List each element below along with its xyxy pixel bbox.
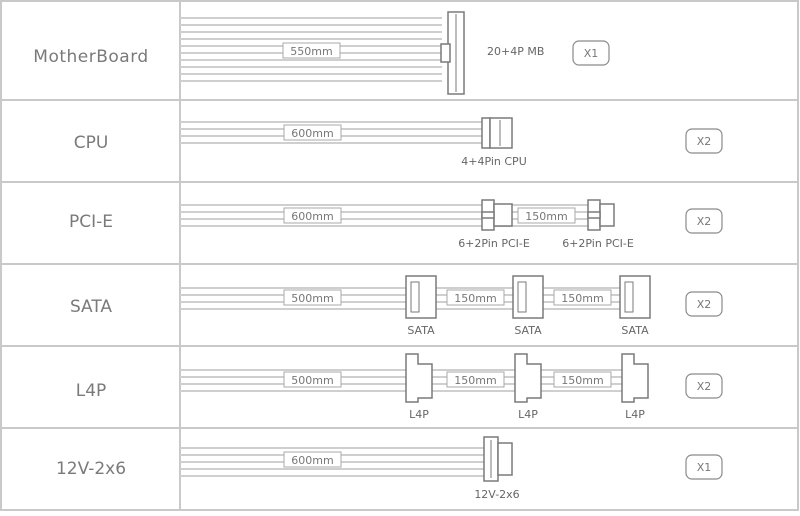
length-label: 150mm: [454, 292, 496, 305]
svg-text:X1: X1: [584, 47, 599, 60]
quantity-badge: X1: [685, 454, 723, 480]
length-tag: 600mm: [283, 207, 342, 224]
length-tag: 150mm: [446, 371, 505, 388]
length-label: 550mm: [290, 45, 332, 58]
length-tag: 500mm: [283, 371, 342, 388]
connector-sata: [405, 275, 437, 319]
connector-6-2pin-pci-e: [481, 199, 513, 231]
length-label: 150mm: [561, 292, 603, 305]
quantity-badge: X1: [572, 40, 610, 66]
connector-12v-2x6: [483, 436, 513, 482]
connector-label: L4P: [625, 408, 645, 421]
quantity-badge: X2: [685, 373, 723, 399]
length-label: 600mm: [291, 454, 333, 467]
length-tag: 550mm: [282, 42, 341, 59]
svg-text:X2: X2: [697, 135, 712, 148]
connector-20-4p-mb: [440, 11, 465, 95]
row-motherboard: MotherBoard 550mm 20+4P MB X1: [33, 11, 610, 95]
connector-label: SATA: [621, 324, 649, 337]
connector-sata: [512, 275, 544, 319]
svg-text:X2: X2: [697, 298, 712, 311]
connector-label: 12V-2x6: [474, 488, 519, 501]
length-label: 500mm: [291, 292, 333, 305]
row-label: L4P: [76, 381, 107, 401]
connector-label: L4P: [518, 408, 538, 421]
connector-l4p: [621, 353, 649, 403]
quantity-badge: X2: [685, 128, 723, 154]
length-tag: 500mm: [283, 289, 342, 306]
length-tag: 150mm: [553, 289, 612, 306]
row-label: SATA: [70, 297, 112, 317]
row-label: CPU: [74, 133, 109, 153]
row-pci-e: PCI-E 600mm 150mm 6+2Pin PCI-E 6+2Pin PC…: [69, 199, 723, 250]
row-label: MotherBoard: [33, 47, 148, 67]
length-tag: 150mm: [446, 289, 505, 306]
length-label: 500mm: [291, 374, 333, 387]
length-tag: 600mm: [283, 451, 342, 468]
quantity-badge: X2: [685, 291, 723, 317]
quantity-badge: X2: [685, 208, 723, 234]
length-label: 150mm: [525, 210, 567, 223]
length-label: 150mm: [561, 374, 603, 387]
length-tag: 150mm: [553, 371, 612, 388]
length-label: 600mm: [291, 127, 333, 140]
connector-l4p: [405, 353, 433, 403]
connector-label: 6+2Pin PCI-E: [458, 237, 530, 250]
connector-label: 6+2Pin PCI-E: [562, 237, 634, 250]
length-label: 600mm: [291, 210, 333, 223]
cable-bundle: [180, 287, 622, 310]
length-tag: 600mm: [283, 124, 342, 141]
connector-l4p: [514, 353, 542, 403]
svg-text:X2: X2: [697, 380, 712, 393]
cable-bundle: [180, 369, 626, 392]
row-cpu: CPU 600mm 4+4Pin CPU X2: [74, 117, 723, 168]
connector-label: 4+4Pin CPU: [461, 155, 527, 168]
connector-label: L4P: [409, 408, 429, 421]
length-tag: 150mm: [517, 207, 576, 224]
connector-sata: [619, 275, 651, 319]
connector-label: SATA: [407, 324, 435, 337]
connector-label: 20+4P MB: [487, 45, 544, 58]
length-label: 150mm: [454, 374, 496, 387]
connector-label: SATA: [514, 324, 542, 337]
connector-6-2pin-pci-e: [587, 199, 615, 231]
row-label: 12V-2x6: [56, 459, 126, 479]
svg-text:X2: X2: [697, 215, 712, 228]
row-sata: SATA 500mm 150mm 150mm SATA: [70, 275, 723, 337]
row-label: PCI-E: [69, 212, 113, 232]
svg-text:X1: X1: [697, 461, 712, 474]
cable-bundle: [180, 17, 442, 82]
row-l4p: L4P 500mm 150mm 150mm L4P L4P L4P: [76, 353, 723, 421]
connector-4-4pin-cpu: [481, 117, 513, 149]
row-12v-2x6: 12V-2x6 600mm 12V-2x6 X1: [56, 436, 723, 501]
